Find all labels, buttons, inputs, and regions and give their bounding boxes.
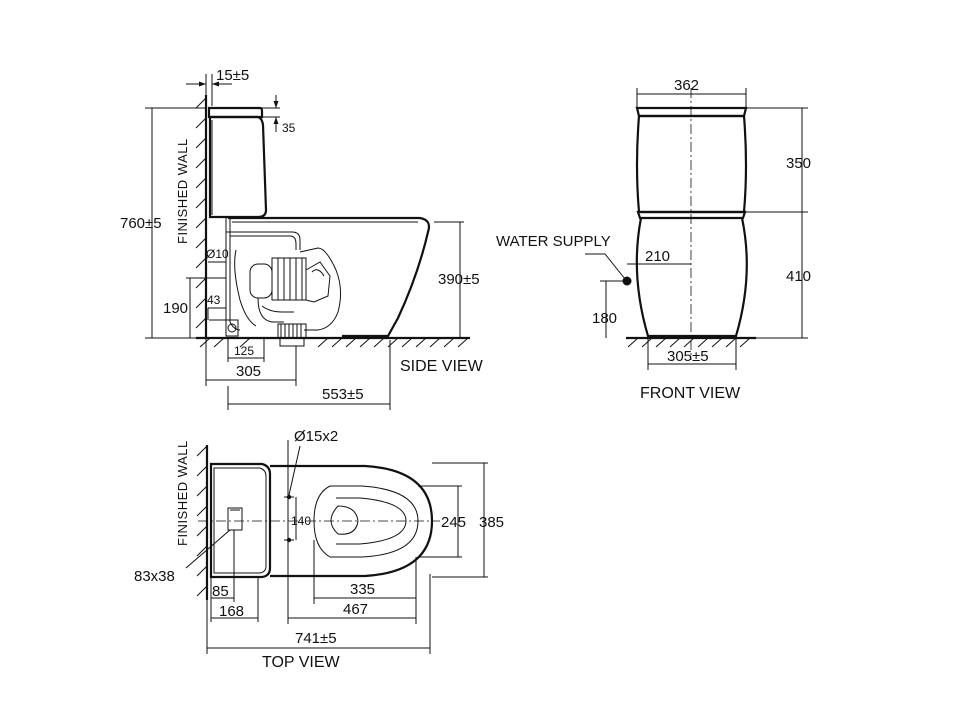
side-view: 15±5 35 760±5 190 43 Ø10 390±5 125 bbox=[120, 67, 484, 410]
dim-supply-offset: 43 bbox=[207, 293, 221, 307]
dim-supply-offset-front: 210 bbox=[645, 248, 670, 265]
dim-outlet-small: 125 bbox=[234, 344, 254, 358]
dim-flush-button: 83x38 bbox=[134, 568, 175, 585]
front-view-title: FRONT VIEW bbox=[640, 385, 741, 402]
dim-pipe-diameter: Ø10 bbox=[206, 247, 229, 261]
dim-hinge-holes: Ø15x2 bbox=[294, 428, 338, 445]
dim-467: 467 bbox=[343, 601, 368, 618]
dim-lid: 35 bbox=[282, 121, 296, 135]
dim-total-height: 760±5 bbox=[120, 215, 162, 232]
front-view: 362 350 410 210 180 305±5 WATER SUPPLY F… bbox=[496, 77, 811, 402]
wall-hatch-side bbox=[195, 97, 207, 329]
dim-85: 85 bbox=[212, 583, 229, 600]
dim-top-width: 385 bbox=[479, 514, 504, 531]
dim-outlet: 305 bbox=[236, 363, 261, 380]
side-view-title: SIDE VIEW bbox=[400, 358, 484, 375]
dim-base-width: 305±5 bbox=[667, 348, 709, 365]
top-view-title: TOP VIEW bbox=[262, 654, 341, 671]
dim-projection: 553±5 bbox=[322, 386, 364, 403]
dim-front-width: 362 bbox=[674, 77, 699, 94]
dim-wall-gap: 15±5 bbox=[216, 67, 249, 84]
dim-base-height: 410 bbox=[786, 268, 811, 285]
dim-bowl-height: 390±5 bbox=[438, 271, 480, 288]
dim-seat-width: 245 bbox=[441, 514, 466, 531]
dim-335: 335 bbox=[350, 581, 375, 598]
dim-top-length: 741±5 bbox=[295, 630, 337, 647]
finished-wall-label-side: FINISHED WALL bbox=[175, 138, 190, 244]
dim-hole-spacing: 140 bbox=[291, 514, 311, 528]
floor-hatch-front bbox=[627, 337, 751, 348]
dim-168: 168 bbox=[219, 603, 244, 620]
top-view: Ø15x2 140 245 385 83x38 85 168 335 467 bbox=[134, 428, 504, 671]
dim-supply-height: 190 bbox=[163, 300, 188, 317]
wall-hatch-top bbox=[196, 445, 208, 597]
dim-tank-height: 350 bbox=[786, 155, 811, 172]
finished-wall-label-top: FINISHED WALL bbox=[175, 440, 190, 546]
dim-supply-height-front: 180 bbox=[592, 310, 617, 327]
water-supply-label: WATER SUPPLY bbox=[496, 233, 611, 250]
